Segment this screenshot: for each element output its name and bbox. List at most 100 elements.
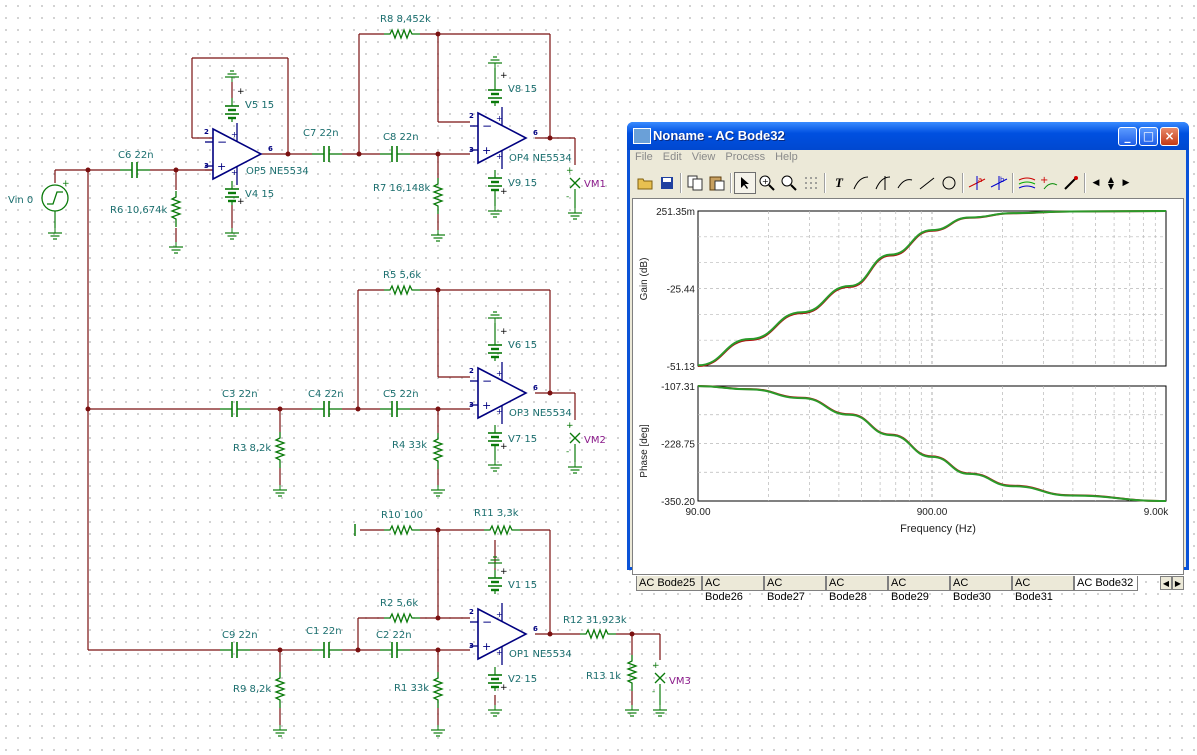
multi-curve-icon[interactable] [1016, 172, 1038, 194]
capacitor-c6[interactable] [119, 161, 151, 179]
capacitor-c1[interactable] [311, 641, 343, 659]
ellipse-icon[interactable] [938, 172, 960, 194]
source-vin[interactable]: + [41, 179, 70, 240]
battery-v6[interactable] [486, 335, 504, 363]
vm2-label: VM2 [584, 435, 606, 446]
tab-ac-bode30[interactable]: AC Bode30 [950, 576, 1012, 603]
svg-text:+: + [500, 187, 508, 197]
c7-label: C7 22n [303, 128, 339, 139]
capacitor-c4[interactable] [311, 400, 343, 418]
copy-icon[interactable] [684, 172, 706, 194]
capacitor-c2[interactable] [379, 641, 411, 659]
voltmeter-vm2[interactable] [569, 432, 581, 444]
marker-a-icon[interactable]: a [966, 172, 988, 194]
resistor-r9[interactable] [275, 671, 285, 709]
resistor-r1[interactable] [433, 671, 443, 709]
c6-label: C6 22n [118, 150, 154, 161]
add-marker-icon[interactable]: + [1038, 172, 1060, 194]
pick-icon[interactable] [1060, 172, 1082, 194]
cursor-a-icon[interactable] [850, 172, 872, 194]
tab-ac-bode29[interactable]: AC Bode29 [888, 576, 950, 603]
marker-b-icon[interactable]: b [988, 172, 1010, 194]
resistor-r12[interactable] [579, 629, 617, 639]
svg-text:2: 2 [469, 367, 474, 375]
save-icon[interactable] [656, 172, 678, 194]
curve-icon[interactable] [894, 172, 916, 194]
capacitor-c7[interactable] [311, 145, 343, 163]
capacitor-c9[interactable] [219, 641, 251, 659]
resistor-r3[interactable] [275, 431, 285, 469]
pointer-icon[interactable] [734, 172, 756, 194]
c9-label: C9 22n [222, 630, 258, 641]
phase-xtick-label: 90.00 [685, 507, 710, 518]
resistor-r5[interactable] [383, 285, 421, 295]
resistor-r6[interactable] [171, 190, 181, 228]
capacitor-c8[interactable] [379, 145, 411, 163]
resistor-r10[interactable] [383, 525, 421, 535]
c2-label: C2 22n [376, 630, 412, 641]
nav-left-icon[interactable]: ◀ [1092, 178, 1100, 188]
tab-ac-bode27[interactable]: AC Bode27 [764, 576, 826, 603]
tab-scroll-left-icon[interactable]: ◀ [1160, 576, 1172, 590]
resistor-r7[interactable] [433, 177, 443, 215]
nav-updown-icon[interactable]: ▲▼ [1107, 175, 1115, 191]
tab-scroll-right-icon[interactable]: ▶ [1172, 576, 1184, 590]
r11-label: R11 3,3k [474, 508, 519, 519]
close-button[interactable]: × [1160, 127, 1179, 146]
svg-text:3: 3 [469, 642, 474, 650]
voltmeter-vm1[interactable] [569, 177, 581, 189]
menu-view[interactable]: View [691, 151, 716, 163]
zoom-in-icon[interactable]: + [756, 172, 778, 194]
op4-label: OP4 NE5534 [509, 153, 572, 164]
svg-text:3: 3 [469, 401, 474, 409]
tab-ac-bode32[interactable]: AC Bode32 [1074, 576, 1138, 591]
c8-label: C8 22n [383, 132, 419, 143]
svg-text:3: 3 [204, 162, 209, 170]
open-icon[interactable] [634, 172, 656, 194]
svg-text:6: 6 [533, 384, 538, 392]
menu-edit[interactable]: Edit [662, 151, 682, 163]
v2-label: V2 15 [508, 674, 537, 685]
text-icon[interactable]: T [835, 175, 843, 190]
voltmeter-vm3[interactable] [654, 672, 666, 684]
line-icon[interactable] [916, 172, 938, 194]
menu-file[interactable]: File [635, 151, 653, 163]
tab-ac-bode25[interactable]: AC Bode25 [636, 576, 702, 591]
tab-ac-bode28[interactable]: AC Bode28 [826, 576, 888, 603]
resistor-r11[interactable] [483, 525, 521, 535]
resistor-r13[interactable] [627, 654, 637, 692]
resistor-r4[interactable] [433, 432, 443, 470]
tab-ac-bode26[interactable]: AC Bode26 [702, 576, 764, 603]
toolbar: + T a b + ◀ ▲▼ ▶ [632, 170, 1184, 196]
window-client: File Edit View Process Help + T a b + [630, 150, 1186, 603]
menu-process[interactable]: Process [725, 151, 766, 163]
v4-label: V4 15 [245, 189, 274, 200]
bode-window[interactable]: Noname - AC Bode32 _ □ × File Edit View Pro… [627, 122, 1189, 603]
capacitor-c5[interactable] [379, 400, 411, 418]
r8-label: R8 8,452k [380, 14, 431, 25]
resistor-r2[interactable] [383, 613, 421, 623]
paste-icon[interactable] [706, 172, 728, 194]
maximize-button[interactable]: □ [1139, 127, 1158, 146]
battery-v8[interactable] [486, 80, 504, 108]
zoom-100-icon[interactable] [778, 172, 800, 194]
grid-icon[interactable] [800, 172, 822, 194]
cursor-b-icon[interactable] [872, 172, 894, 194]
gain-axis-label: Gain (dB) [639, 258, 650, 301]
capacitor-c3[interactable] [219, 400, 251, 418]
battery-v5[interactable] [223, 96, 241, 124]
v1-label: V1 15 [508, 580, 537, 591]
minimize-button[interactable]: _ [1118, 127, 1137, 146]
nav-right-icon[interactable]: ▶ [1122, 178, 1130, 188]
phase-axis-label: Phase [deg] [639, 424, 650, 478]
window-titlebar[interactable]: Noname - AC Bode32 _ □ × [627, 122, 1189, 150]
tab-ac-bode31[interactable]: AC Bode31 [1012, 576, 1074, 603]
resistor-r8[interactable] [383, 29, 421, 39]
menu-help[interactable]: Help [775, 151, 798, 163]
svg-text:6: 6 [533, 129, 538, 137]
